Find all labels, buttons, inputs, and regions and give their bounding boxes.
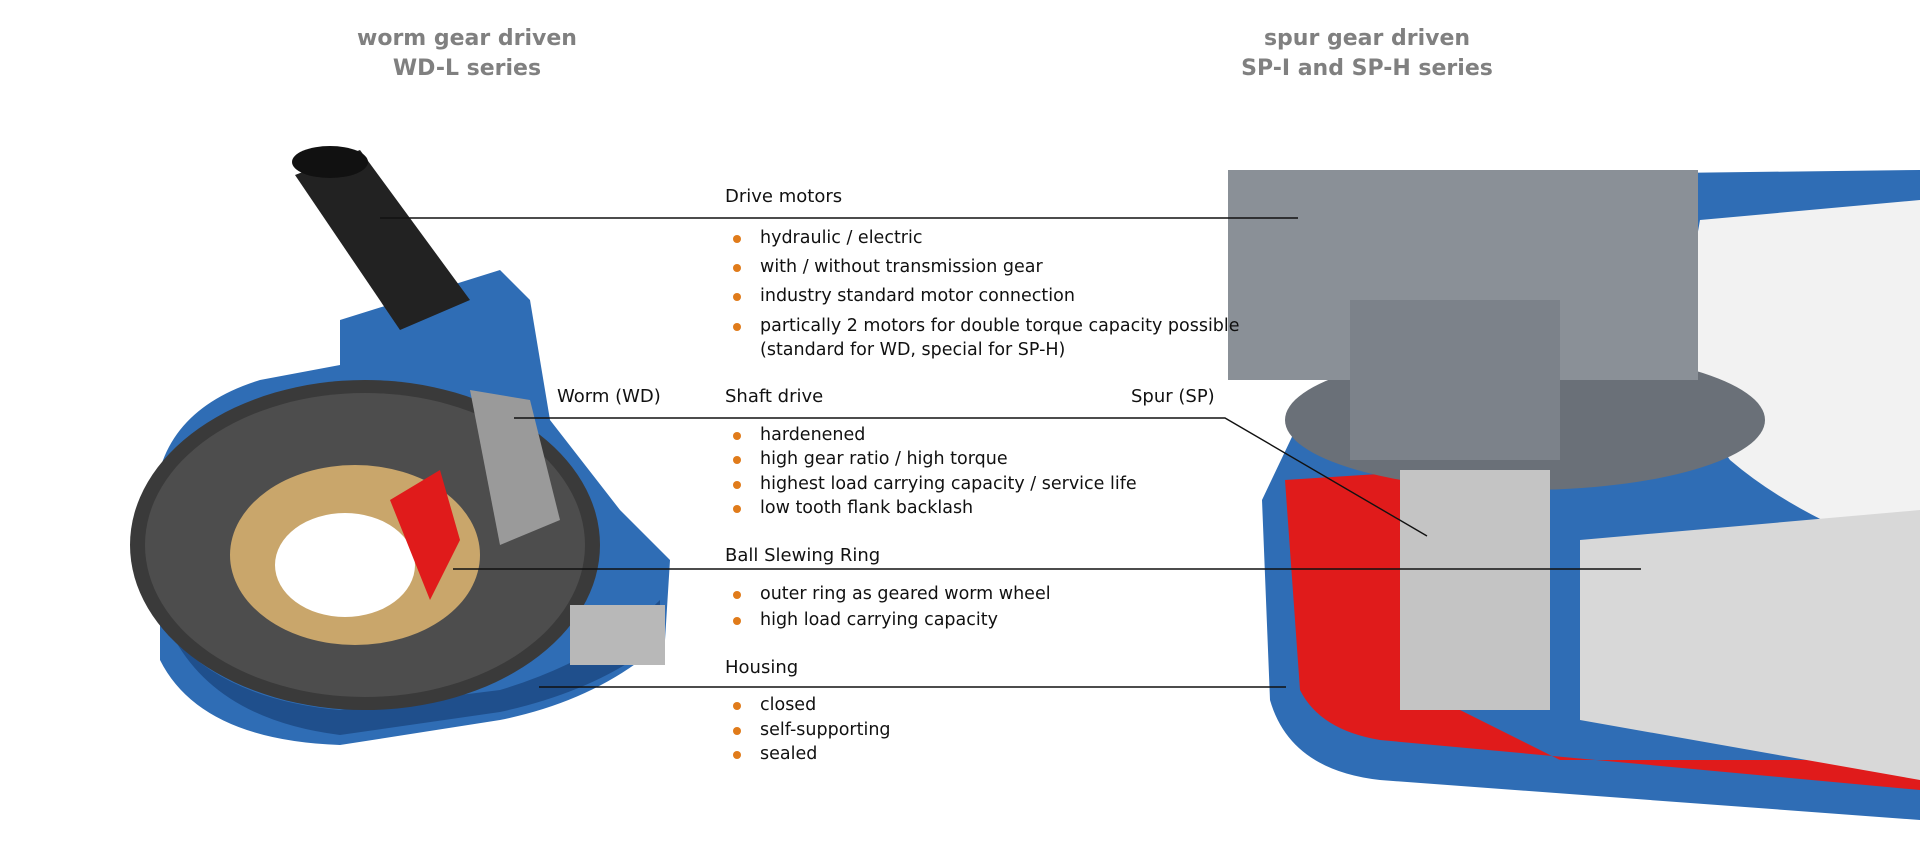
bullet-item: with / without transmission gear (733, 257, 1043, 277)
heading-drive-motors: Drive motors (725, 186, 843, 207)
bullet-item: partically 2 motors for double torque ca… (733, 316, 1240, 336)
title-line: worm gear driven (357, 26, 577, 51)
heading-housing: Housing (725, 657, 799, 678)
bullet-item: hydraulic / electric (733, 228, 923, 248)
title-spur-gear: spur gear driven SP-I and SP-H series (1117, 24, 1617, 84)
leader-shaft-drive (514, 417, 1428, 537)
spur-callout: Spur (SP) (1131, 386, 1215, 407)
bullet-item: highest load carrying capacity / service… (733, 474, 1137, 494)
heading-shaft-drive: Shaft drive (725, 386, 824, 407)
bullet-item: low tooth flank backlash (732, 498, 974, 518)
bullet-item: hardenened (732, 425, 866, 445)
bullet-item-continuation: (standard for WD, special for SP-H) (760, 340, 1066, 360)
title-line: spur gear driven (1263, 26, 1471, 51)
bullet-item: sealed (732, 744, 818, 764)
bullet-item: closed (732, 695, 817, 715)
title-worm-gear: worm gear driven WD-L series (217, 24, 717, 84)
title-line: WD-L series (392, 56, 542, 81)
worm-drive-illustration (130, 146, 670, 745)
bullet-item: high load carrying capacity (733, 610, 998, 630)
bullet-item: outer ring as geared worm wheel (733, 584, 1051, 604)
title-line: SP-I and SP-H series (1241, 56, 1493, 81)
leader-lines (380, 217, 1641, 688)
heading-ball-slewing-ring: Ball Slewing Ring (725, 545, 881, 566)
spur-drive-illustration (1228, 170, 1920, 820)
worm-callout: Worm (WD) (557, 386, 661, 407)
bullet-item: industry standard motor connection (733, 286, 1075, 306)
bullet-item: self-supporting (733, 720, 891, 740)
bullet-item: high gear ratio / high torque (733, 449, 1008, 469)
